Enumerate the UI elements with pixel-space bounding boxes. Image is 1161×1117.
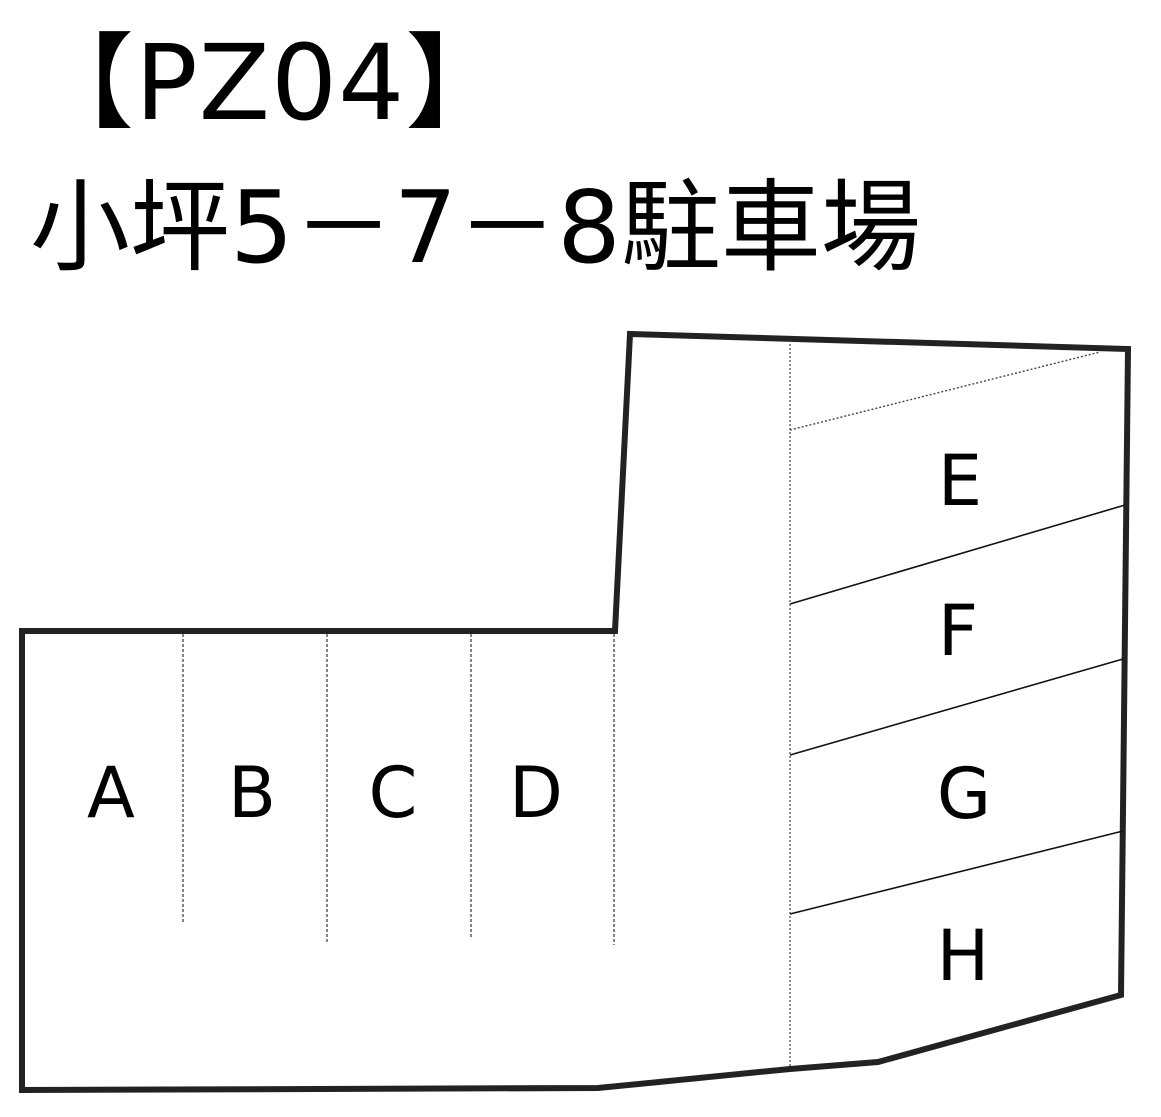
space-b-label: B bbox=[228, 752, 276, 834]
space-e-top-line bbox=[789, 351, 1101, 431]
space-e-label: E bbox=[938, 440, 982, 522]
space-a-label: A bbox=[87, 752, 135, 834]
lot-name-title: 小坪5－7－8駐車場 bbox=[30, 169, 921, 286]
right-column-dividers bbox=[789, 504, 1126, 915]
divider-e-f bbox=[789, 504, 1126, 605]
left-row-dividers bbox=[182, 634, 615, 945]
divider-g-h bbox=[789, 830, 1124, 915]
space-labels: A B C D E F G H bbox=[87, 440, 991, 997]
space-h-label: H bbox=[937, 915, 990, 997]
space-g-label: G bbox=[937, 753, 991, 835]
space-c-label: C bbox=[369, 752, 418, 834]
divider-f-g bbox=[789, 658, 1124, 756]
space-f-label: F bbox=[938, 590, 978, 672]
space-d-label: D bbox=[509, 752, 563, 834]
lot-code-title: 【PZ04】 bbox=[30, 22, 511, 144]
lot-boundary bbox=[19, 330, 1132, 1094]
